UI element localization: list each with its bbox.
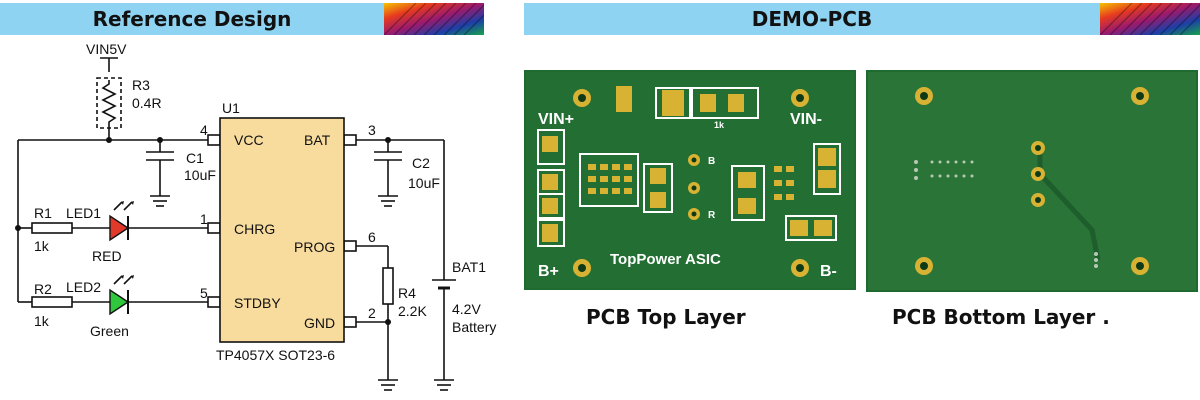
pin-number-4: 4 <box>200 122 208 138</box>
rainbow-logo <box>1100 3 1200 35</box>
pin-vcc-label: VCC <box>234 132 264 148</box>
c1-ref: C1 <box>186 150 204 166</box>
c2-value: 10uF <box>408 175 440 191</box>
header-bar-right: DEMO-PCB <box>524 3 1200 35</box>
caption-pcb-top: PCB Top Layer <box>586 305 746 329</box>
pin-gnd-label: GND <box>304 315 335 331</box>
r3-ref: R3 <box>132 77 150 93</box>
chip-part-number: TP4057X SOT23-6 <box>216 347 335 363</box>
c1-value: 10uF <box>184 167 216 183</box>
pcb-top-board: VIN+ VIN- B+ B- 1k B R TopPower ASIC <box>524 70 856 290</box>
silk-r-value: 1k <box>714 120 725 130</box>
pcb-bottom-board <box>866 70 1198 292</box>
silk-b-minus: B- <box>820 263 837 280</box>
silk-pad-b: B <box>708 156 715 167</box>
led2-ref: LED2 <box>66 279 101 295</box>
led1-color: RED <box>92 248 122 264</box>
section-title-demo-pcb: DEMO-PCB <box>751 7 873 31</box>
section-title-reference: Reference Design <box>92 7 292 31</box>
schematic-diagram: VIN5V R3 0.4R U1 VCC BAT CHRG PROG STDBY… <box>15 41 496 391</box>
rainbow-logo <box>384 3 484 35</box>
pin-number-6: 6 <box>368 229 376 245</box>
silk-vin-plus: VIN+ <box>538 111 574 128</box>
r4-value: 2.2K <box>398 303 427 319</box>
r2-ref: R2 <box>34 281 52 297</box>
r3-value: 0.4R <box>132 95 162 111</box>
pin-number-1: 1 <box>200 211 208 227</box>
silk-vin-minus: VIN- <box>790 111 822 128</box>
battery-ref: BAT1 <box>452 259 486 275</box>
caption-pcb-bottom: PCB Bottom Layer . <box>892 305 1110 329</box>
pin-number-3: 3 <box>368 122 376 138</box>
r2-value: 1k <box>34 313 50 329</box>
r1-ref: R1 <box>34 205 52 221</box>
pin-number-5: 5 <box>200 285 208 301</box>
led1-ref: LED1 <box>66 205 101 221</box>
silk-pad-r: R <box>708 210 716 221</box>
led2-color: Green <box>90 323 129 339</box>
pin-chrg-label: CHRG <box>234 221 275 237</box>
pin-number-2: 2 <box>368 305 376 321</box>
r4-ref: R4 <box>398 285 416 301</box>
battery-label: Battery <box>452 319 496 335</box>
u1-ref: U1 <box>222 100 240 116</box>
silk-b-plus: B+ <box>538 263 559 280</box>
silk-brand: TopPower ASIC <box>610 251 721 268</box>
header-bar-left: Reference Design <box>0 3 484 35</box>
c2-ref: C2 <box>412 155 430 171</box>
battery-voltage: 4.2V <box>452 301 481 317</box>
pin-stdby-label: STDBY <box>234 295 281 311</box>
r1-value: 1k <box>34 238 50 254</box>
vin-label: VIN5V <box>86 41 127 57</box>
pin-prog-label: PROG <box>294 239 335 255</box>
pin-bat-label: BAT <box>304 132 331 148</box>
